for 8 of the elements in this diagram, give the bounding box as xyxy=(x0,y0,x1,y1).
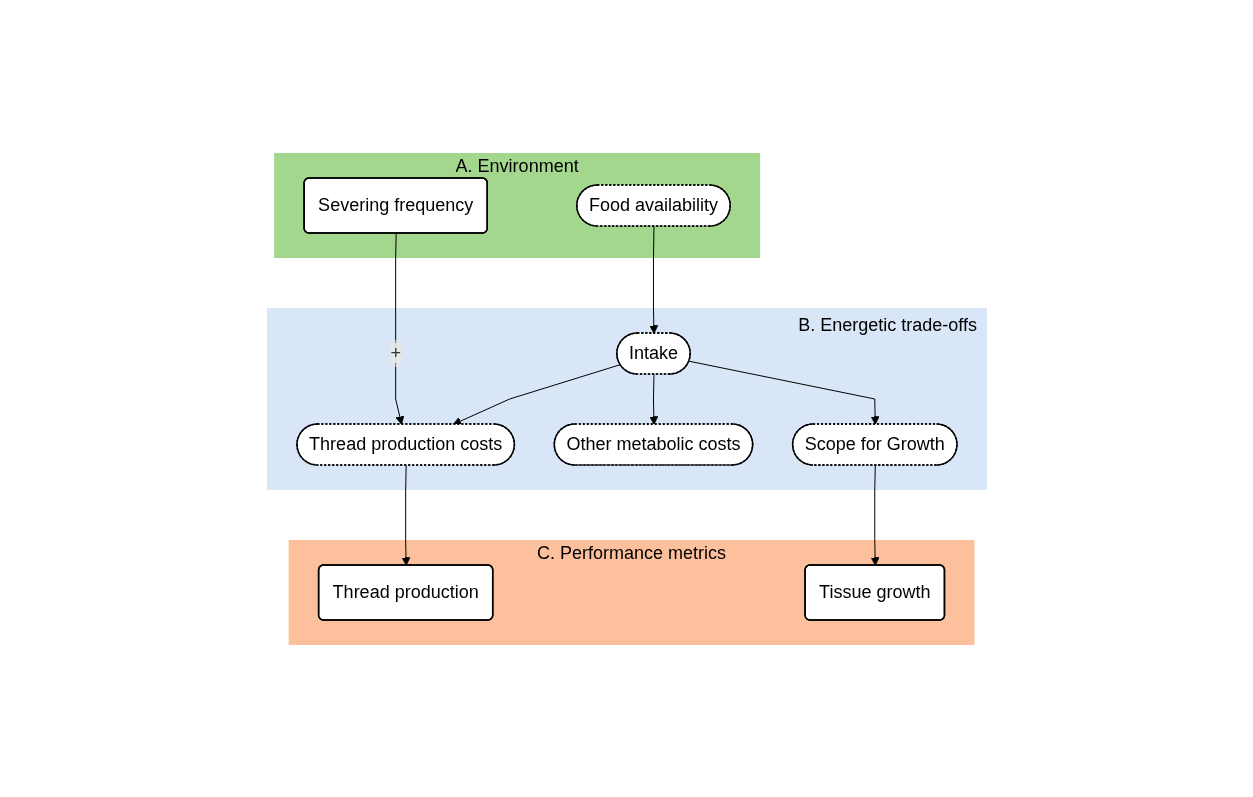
arrow xyxy=(870,464,880,566)
arrow xyxy=(648,373,658,425)
edge-label: + xyxy=(389,342,401,363)
arrow xyxy=(688,360,880,425)
arrow xyxy=(394,232,404,425)
arrow xyxy=(452,363,621,425)
arrow xyxy=(648,225,658,334)
arrow xyxy=(401,464,410,566)
